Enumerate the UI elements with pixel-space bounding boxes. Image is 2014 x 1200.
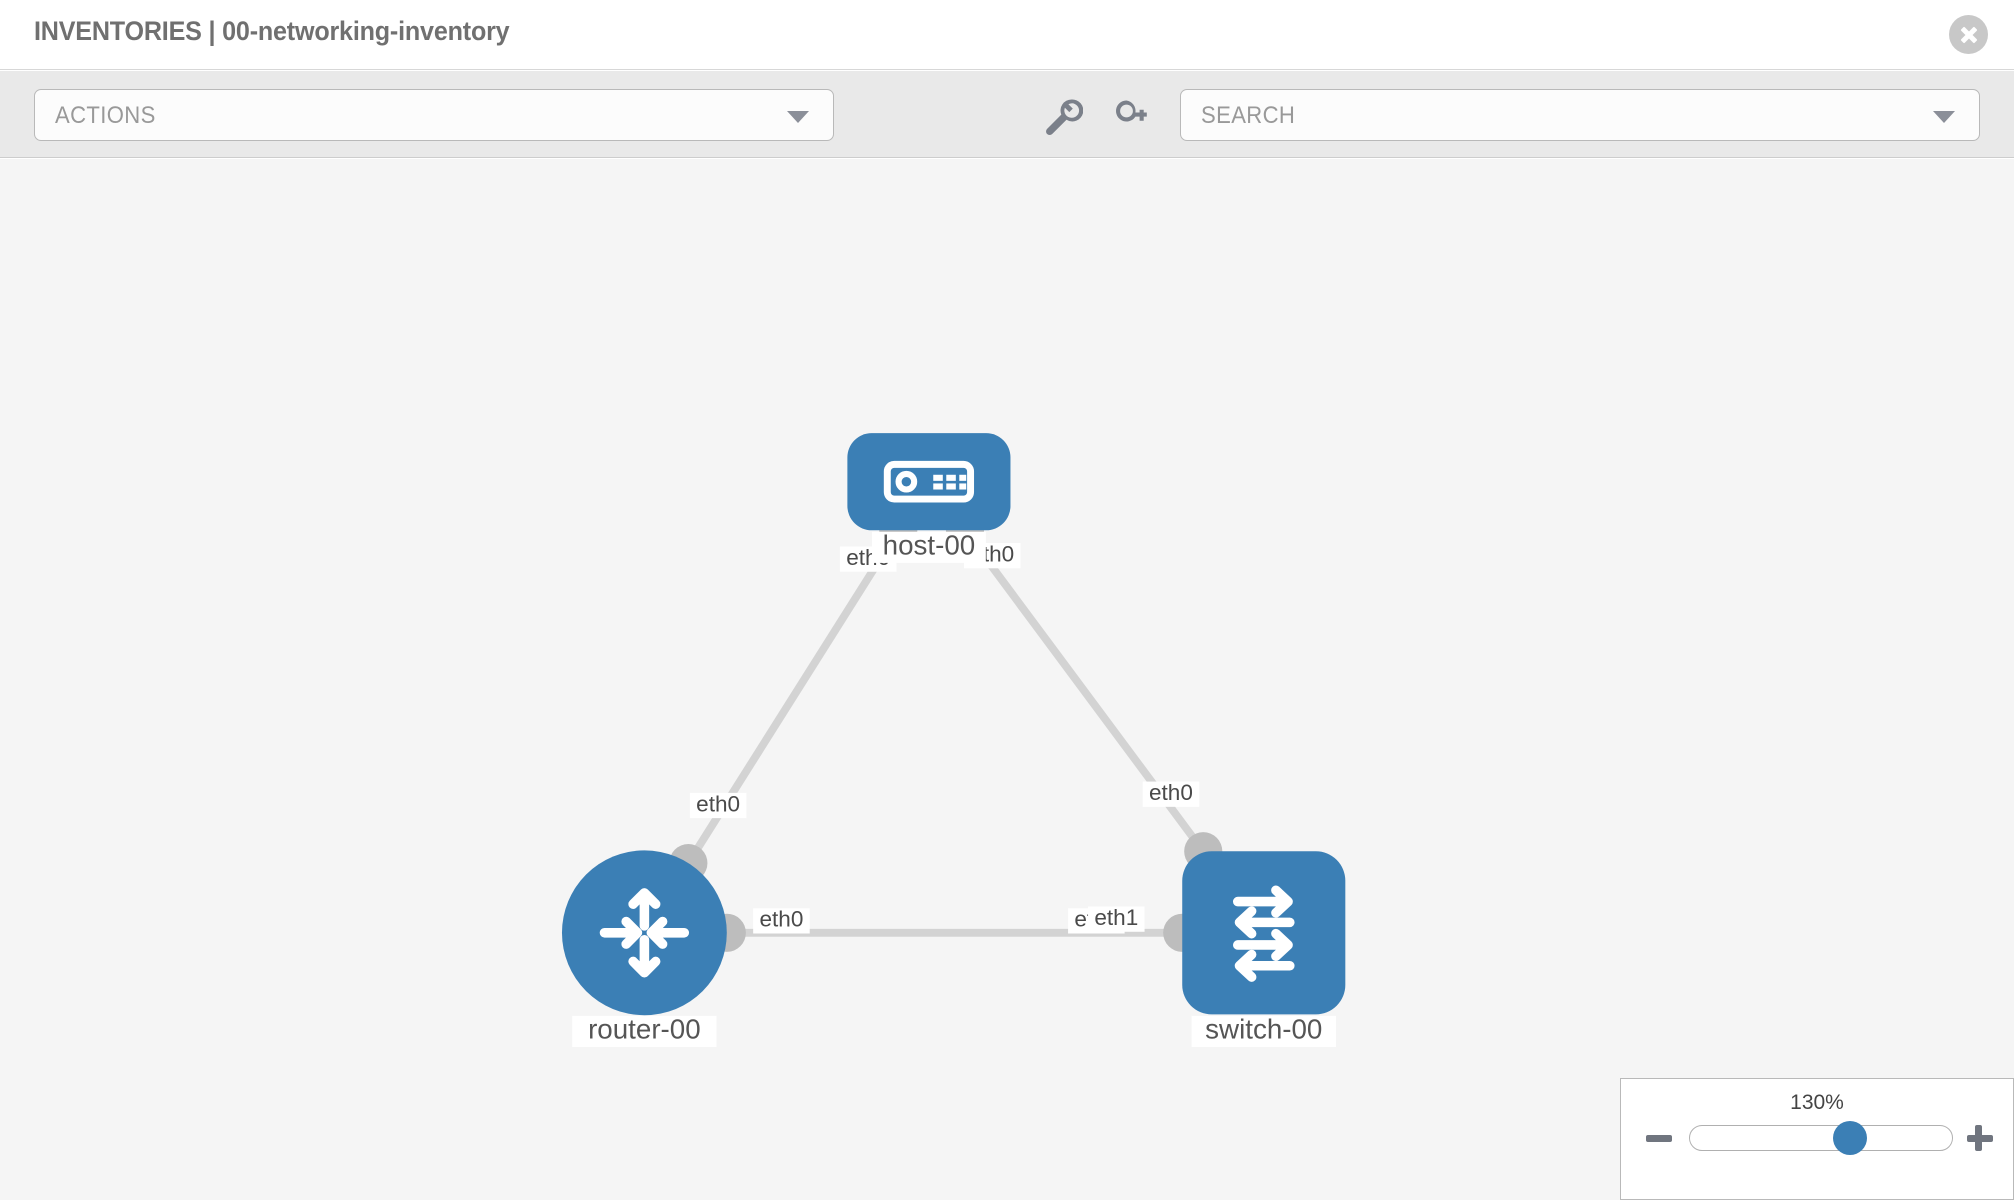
chevron-down-icon: [1933, 111, 1955, 123]
topology-nodes: [561, 433, 1346, 1016]
topology-canvas[interactable]: eth0eth0eth0eth0eth0eth0eth1host-00route…: [0, 159, 2014, 1200]
zoom-slider-thumb[interactable]: [1832, 1121, 1867, 1155]
actions-dropdown-label: ACTIONS: [55, 102, 156, 129]
label-backing: [689, 792, 747, 819]
topology-node-switch-00[interactable]: [1182, 851, 1346, 1015]
link-interface-label: eth0: [760, 907, 804, 932]
node-label-switch-00: switch-00: [1205, 1014, 1322, 1045]
node-label-host-00: host-00: [883, 530, 976, 561]
plus-icon-vertical: [1974, 1125, 1982, 1151]
topology-labels: eth0eth0eth0eth0eth0eth0eth1host-00route…: [572, 530, 1336, 1047]
topology-graph: eth0eth0eth0eth0eth0eth0eth1host-00route…: [561, 433, 1346, 1047]
node-label-router-00: router-00: [588, 1014, 701, 1045]
search-input[interactable]: SEARCH: [1180, 89, 1980, 141]
actions-dropdown[interactable]: ACTIONS: [34, 89, 834, 141]
zoom-out-button[interactable]: [1644, 1123, 1674, 1153]
label-backing: [753, 908, 810, 934]
label-backing: [572, 1015, 717, 1047]
label-backing: [872, 531, 986, 563]
zoom-in-button[interactable]: [1965, 1123, 1995, 1153]
link-interface-label: eth0: [1149, 780, 1193, 805]
zoom-control-panel: 130%: [1620, 1078, 2014, 1200]
topology-connectors: [669, 511, 1223, 952]
label-backing: [1088, 906, 1145, 932]
zoom-slider[interactable]: [1689, 1121, 1953, 1155]
chevron-down-icon: [787, 111, 809, 123]
key-icon[interactable]: [1110, 95, 1152, 137]
minus-icon: [1646, 1135, 1672, 1142]
zoom-percent-label: 130%: [1790, 1091, 1844, 1114]
label-backing: [1142, 781, 1200, 807]
topology-node-host-00[interactable]: [847, 433, 1011, 531]
search-placeholder: SEARCH: [1201, 102, 1296, 129]
topology-node-router-00[interactable]: [561, 850, 727, 1016]
page-header: INVENTORIES | 00-networking-inventory: [0, 0, 2014, 70]
toolbar: ACTIONS SEARCH: [0, 71, 2014, 158]
topology-edges: [685, 527, 1207, 937]
close-icon[interactable]: [1949, 15, 1988, 54]
page-title: INVENTORIES | 00-networking-inventory: [34, 16, 510, 46]
label-backing: [1191, 1015, 1336, 1047]
wrench-icon[interactable]: [1041, 95, 1084, 137]
link-interface-label: eth0: [696, 791, 740, 816]
link-interface-label: eth1: [1094, 905, 1138, 930]
